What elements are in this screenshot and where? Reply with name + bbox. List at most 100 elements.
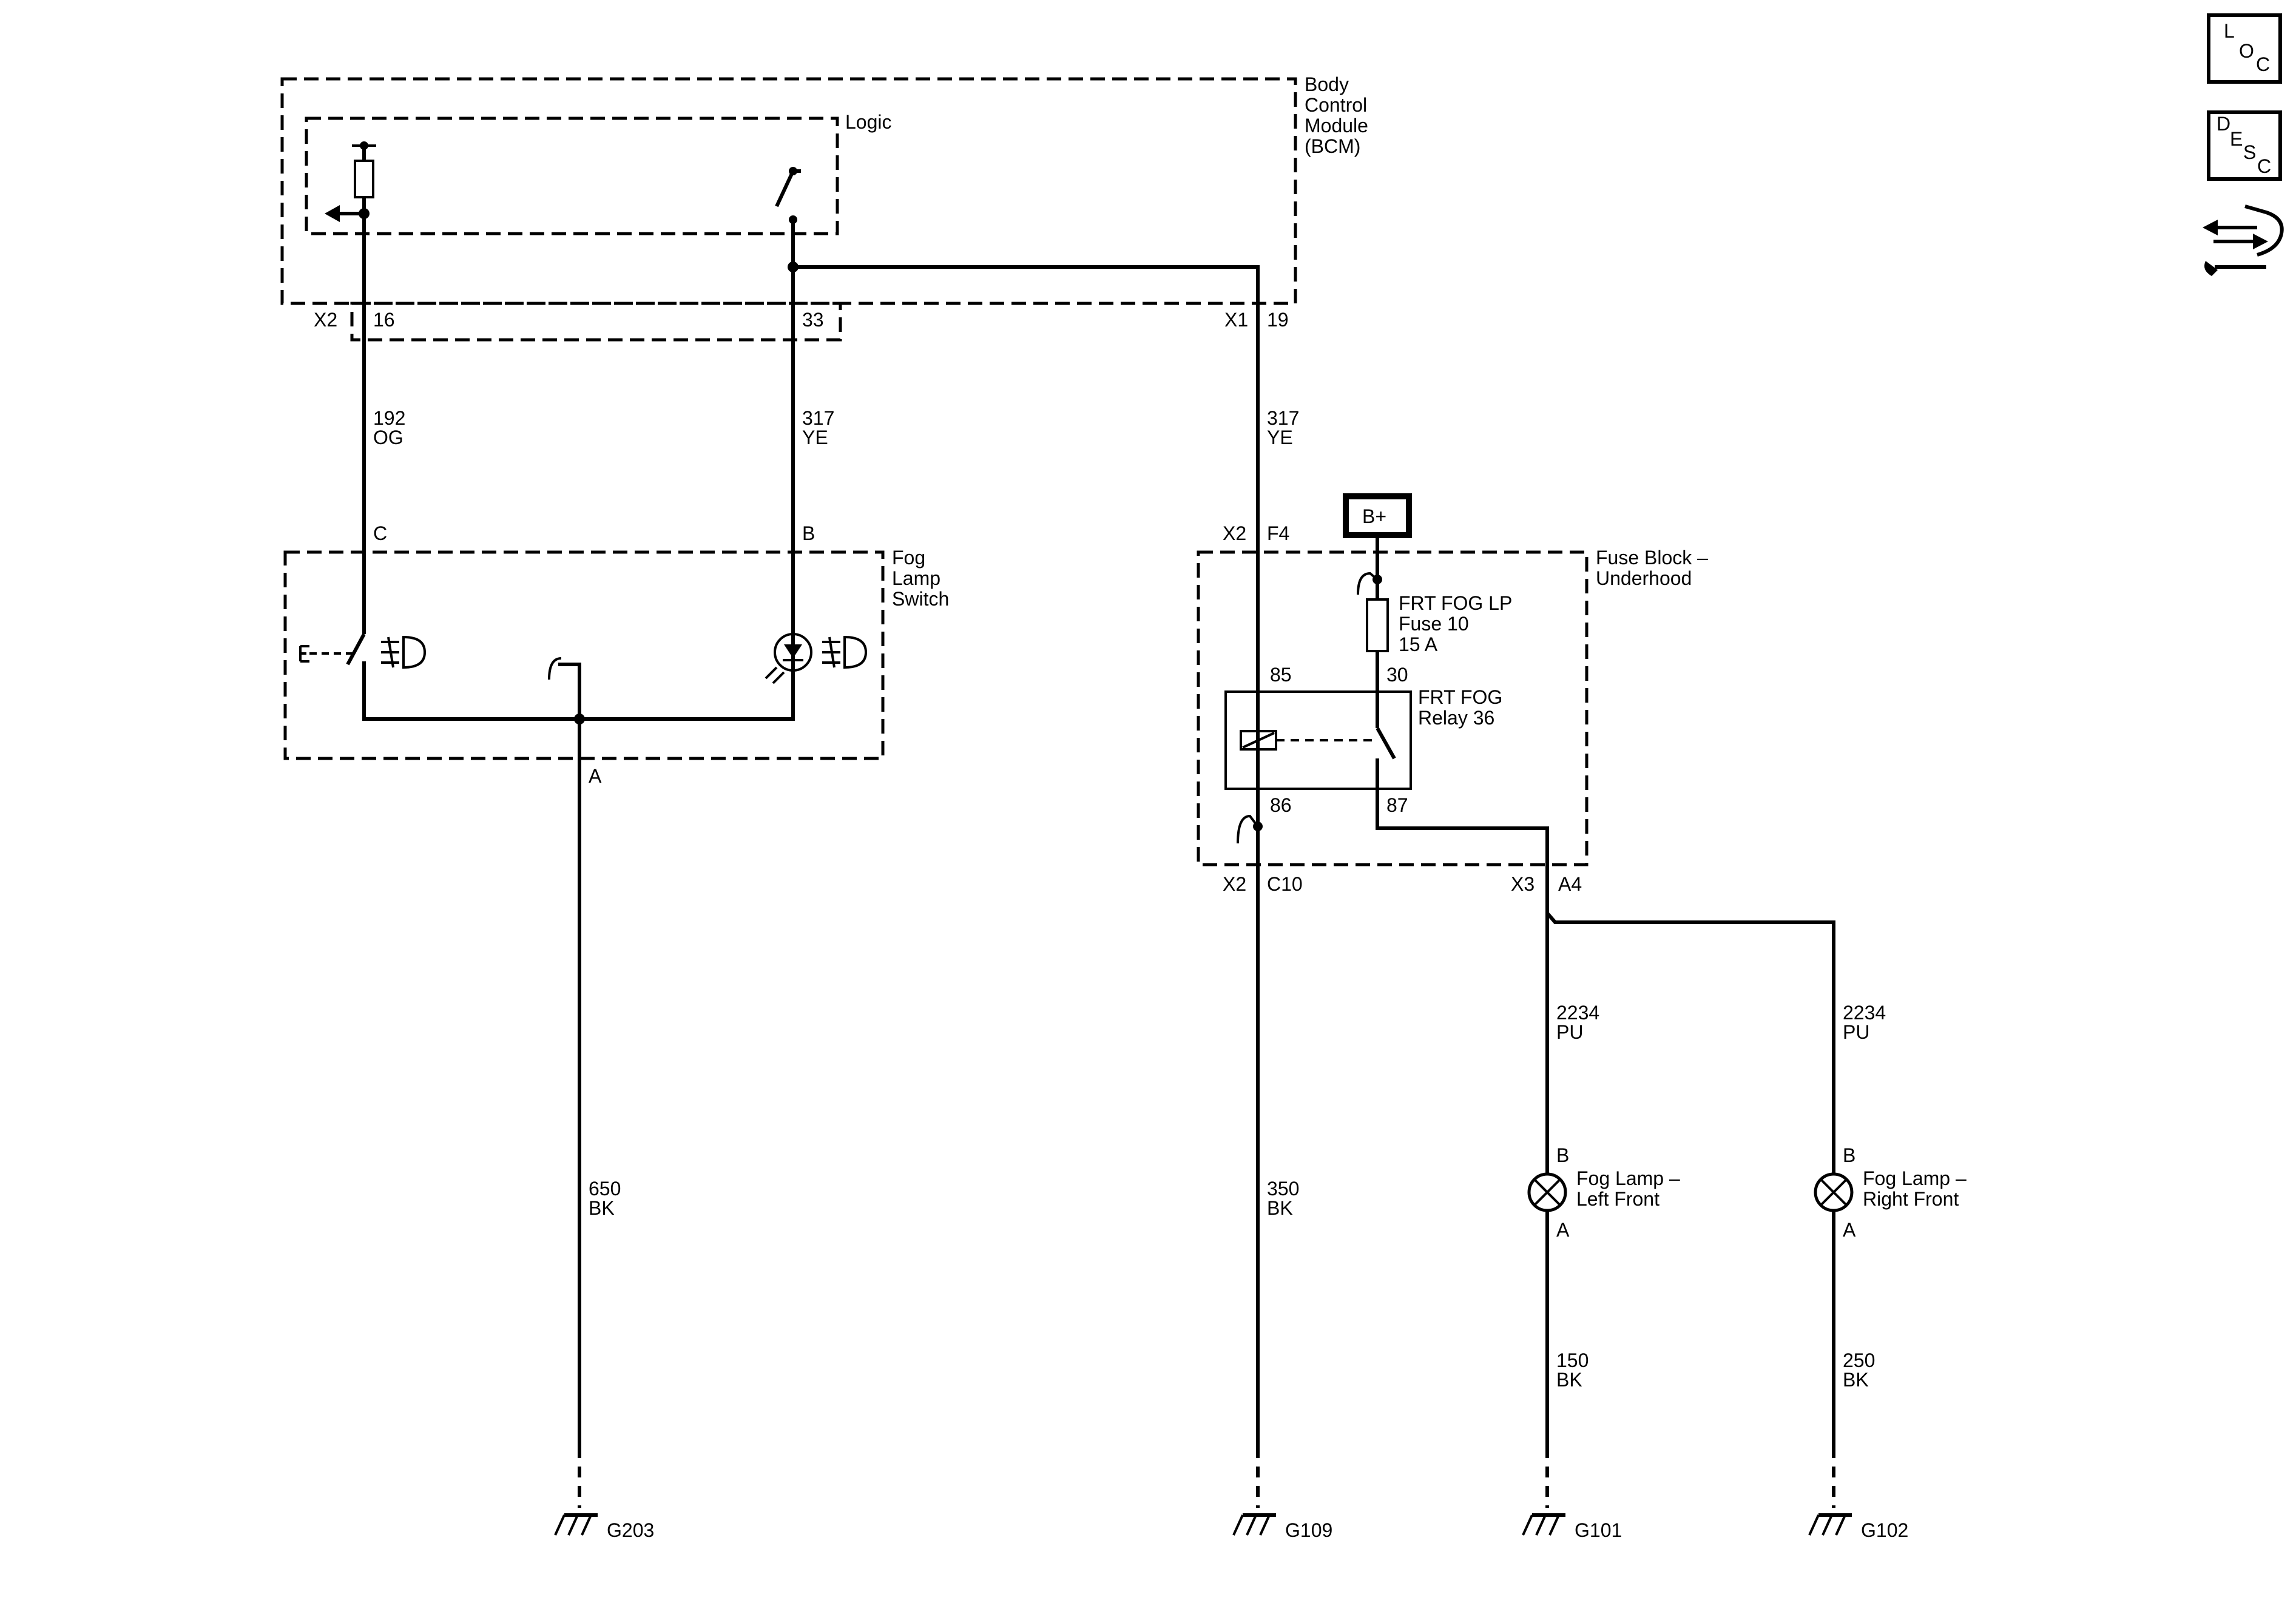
connector-wrench-icon[interactable] — [2203, 204, 2284, 276]
relay-pin-86: 86 — [1270, 794, 1292, 816]
fog-lamp-left-label: Fog Lamp – Left Front — [1576, 1167, 1680, 1210]
svg-text:Module: Module — [1305, 115, 1368, 137]
svg-text:BK: BK — [1843, 1369, 1869, 1391]
svg-text:O: O — [2239, 40, 2254, 62]
fog-lamp-right-label: Fog Lamp – Right Front — [1863, 1167, 1967, 1210]
svg-text:Switch: Switch — [892, 588, 949, 610]
logic-box — [305, 116, 839, 235]
relay-87-output — [1376, 758, 1835, 1447]
logic-label: Logic — [845, 111, 892, 133]
pin-16: 16 — [373, 309, 395, 331]
svg-text:317: 317 — [1267, 407, 1299, 429]
bcm-label: Body Control Module (BCM) — [1305, 73, 1368, 157]
ground-g203-symbol — [554, 1513, 598, 1536]
wire-label-250: 250 BK — [1843, 1349, 1875, 1391]
svg-text:PU: PU — [1556, 1021, 1583, 1043]
ground-g101-symbol — [1522, 1513, 1565, 1536]
svg-text:Fog Lamp –: Fog Lamp – — [1863, 1167, 1967, 1189]
description-operation-button[interactable]: D E S C — [2207, 110, 2282, 181]
svg-text:BK: BK — [1267, 1197, 1293, 1219]
svg-text:Right Front: Right Front — [1863, 1188, 1959, 1210]
bplus-label: B+ — [1362, 505, 1386, 527]
component-location-button[interactable]: L O C — [2207, 13, 2282, 84]
svg-text:Body: Body — [1305, 73, 1349, 95]
svg-text:350: 350 — [1267, 1178, 1299, 1200]
svg-text:317: 317 — [802, 407, 834, 429]
fog-lamp-indicator-icon — [822, 635, 868, 669]
fog-lamp-switch-box — [283, 550, 885, 760]
pin-19: 19 — [1267, 309, 1289, 331]
svg-text:650: 650 — [589, 1178, 621, 1200]
fog-lamp-switch-label: Fog Lamp Switch — [892, 547, 949, 610]
relay-pin-87: 87 — [1386, 794, 1408, 816]
lamp-left-pin-a: A — [1556, 1219, 1570, 1241]
svg-text:S: S — [2243, 141, 2256, 163]
connector-x1: X1 — [1224, 309, 1248, 331]
svg-text:C: C — [2256, 53, 2270, 75]
fog-lamp-icon — [381, 635, 427, 669]
svg-text:D: D — [2217, 113, 2230, 135]
connector-x2-bcm: X2 — [314, 309, 337, 331]
relay-contact-symbol — [1376, 727, 1396, 789]
pin-f4: F4 — [1267, 522, 1289, 544]
wire-label-317-switch: 317 YE — [802, 407, 834, 448]
wire-label-350: 350 BK — [1267, 1178, 1299, 1219]
lamp-left-pin-b: B — [1556, 1144, 1569, 1166]
svg-text:15 A: 15 A — [1399, 633, 1438, 655]
fuse-block-box — [1197, 550, 1589, 866]
svg-text:Fuse 10: Fuse 10 — [1399, 613, 1469, 635]
svg-text:Left Front: Left Front — [1576, 1188, 1660, 1210]
switch-illumination-feed — [558, 663, 581, 1447]
fuse-10-label: FRT FOG LP Fuse 10 15 A — [1399, 592, 1512, 655]
fuse-block-label: Fuse Block – Underhood — [1596, 547, 1708, 589]
svg-text:BK: BK — [1556, 1369, 1582, 1391]
svg-text:FRT FOG: FRT FOG — [1418, 686, 1502, 708]
wire-label-650: 650 BK — [589, 1178, 621, 1219]
svg-text:L: L — [2224, 20, 2235, 42]
pin-c10: C10 — [1267, 873, 1303, 895]
pin-c-switch: C — [373, 522, 387, 544]
bcm-box — [280, 77, 1297, 305]
svg-text:YE: YE — [802, 427, 828, 448]
pin-b-switch: B — [802, 522, 815, 544]
svg-text:2234: 2234 — [1556, 1002, 1599, 1024]
battery-power-symbol: B+ — [1343, 493, 1412, 538]
bcm-output-driver-symbol — [325, 141, 376, 222]
svg-text:150: 150 — [1556, 1349, 1589, 1371]
wire-label-2234-left: 2234 PU — [1556, 1002, 1599, 1043]
svg-text:Lamp: Lamp — [892, 567, 940, 589]
svg-text:Control: Control — [1305, 94, 1367, 116]
svg-text:OG: OG — [373, 427, 403, 448]
pin-a-switch: A — [589, 765, 602, 787]
fuse-10-symbol — [1366, 598, 1389, 652]
fog-lamp-left-symbol — [1527, 1172, 1567, 1212]
lamp-right-pin-b: B — [1843, 1144, 1855, 1166]
wire-label-317-fuse: 317 YE — [1267, 407, 1299, 448]
svg-text:250: 250 — [1843, 1349, 1875, 1371]
bcm-connector-x2-box — [350, 302, 842, 342]
svg-text:PU: PU — [1843, 1021, 1869, 1043]
ground-g101-label: G101 — [1575, 1519, 1622, 1541]
ground-g109-symbol — [1232, 1513, 1276, 1536]
wire-label-192: 192 OG — [373, 407, 405, 448]
svg-text:2234: 2234 — [1843, 1002, 1886, 1024]
connector-x3: X3 — [1511, 873, 1535, 895]
lamp-right-pin-a: A — [1843, 1219, 1856, 1241]
svg-text:YE: YE — [1267, 427, 1293, 448]
wire-label-2234-right: 2234 PU — [1843, 1002, 1886, 1043]
bcm-input-switch-symbol — [775, 167, 801, 224]
svg-text:Fuse Block –: Fuse Block – — [1596, 547, 1708, 569]
fog-switch-contact-symbol — [299, 633, 366, 666]
relay-pin-30: 30 — [1386, 664, 1408, 686]
bcm-internal-link — [793, 265, 1260, 734]
svg-text:Fog: Fog — [892, 547, 925, 569]
relay-coil-symbol — [1240, 730, 1374, 751]
svg-text:Relay 36: Relay 36 — [1418, 707, 1494, 729]
svg-text:BK: BK — [589, 1197, 615, 1219]
svg-text:FRT FOG LP: FRT FOG LP — [1399, 592, 1512, 614]
pin-a4: A4 — [1558, 873, 1582, 895]
wire-label-150: 150 BK — [1556, 1349, 1589, 1391]
svg-text:C: C — [2257, 155, 2271, 177]
indicator-led-icon — [765, 633, 812, 684]
